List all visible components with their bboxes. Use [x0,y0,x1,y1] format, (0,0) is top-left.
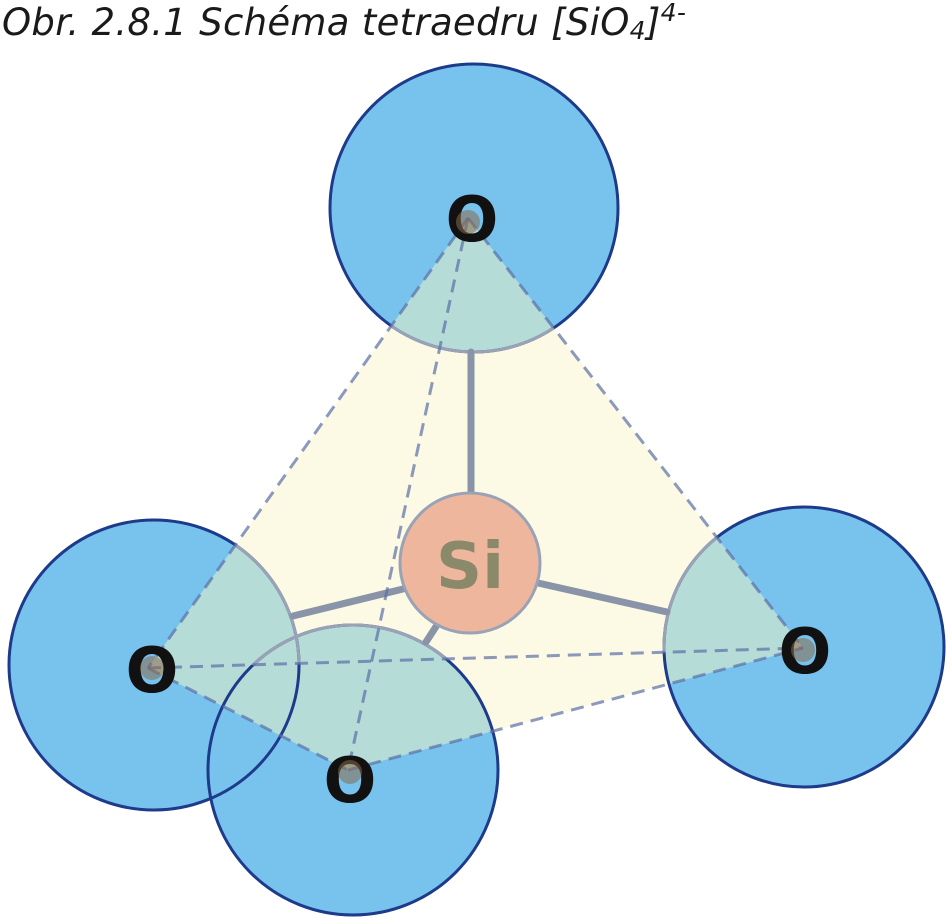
oxygen-top-sphere [330,64,618,352]
bond-left [289,585,407,620]
caption-superscript: 4- [660,0,687,27]
silicon-label: Si [436,530,504,604]
si-o-bonds [289,348,671,646]
bond-front [422,621,441,646]
edge-top-left [146,217,470,669]
silicon-sphere [398,491,542,635]
edge-top-right [466,217,805,649]
edge-left-right [147,646,804,670]
edge-top-front [346,217,470,771]
tetrahedron-edges [146,217,805,772]
edge-front-right [347,646,804,772]
figure-caption: Obr. 2.8.1 Schéma tetraedru [SiO4]4- [2,0,686,45]
caption-mid: ] [645,1,661,44]
edge-left-front [147,666,349,772]
caption-prefix: Obr. 2.8.1 Schéma tetraedru [SiO [2,1,630,44]
caption-subscript: 4 [629,16,646,45]
bond-right [534,579,671,616]
vertex-markers [140,210,815,784]
